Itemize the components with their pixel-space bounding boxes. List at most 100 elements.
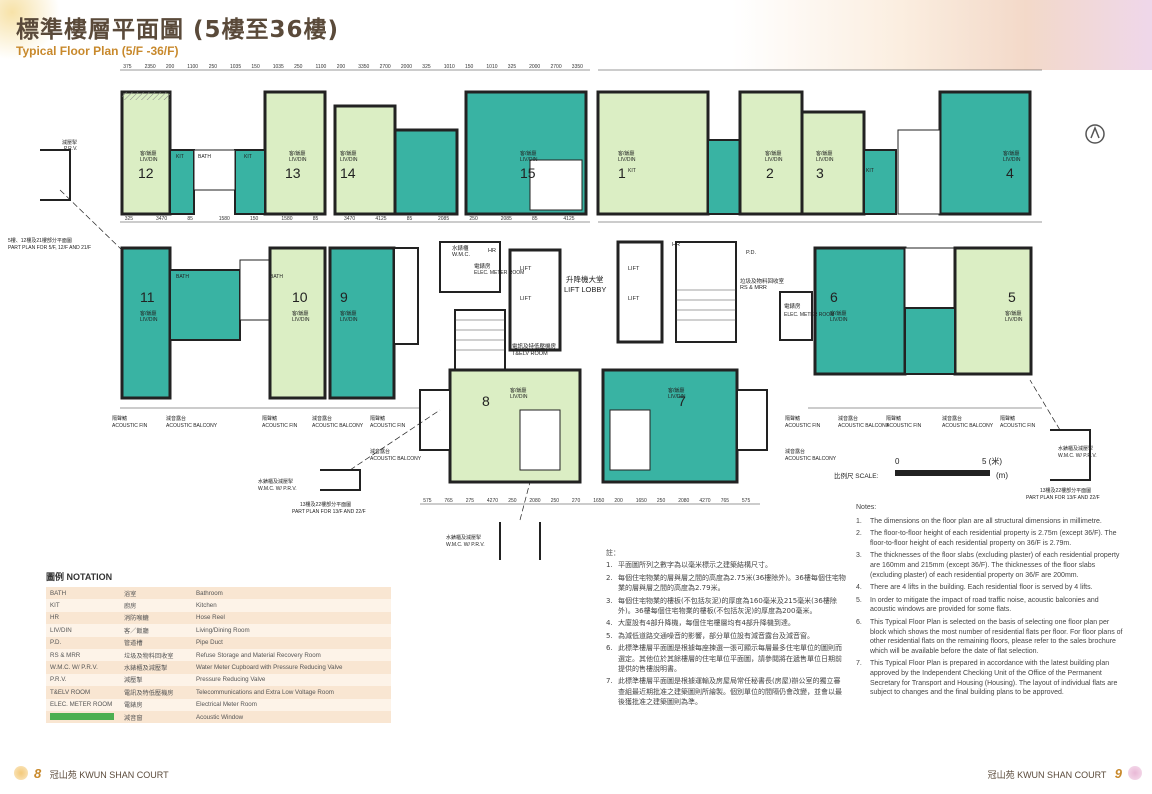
notation-en: Living/Dining Room <box>196 626 250 634</box>
acoustic-balcony-zh: 減音露台 <box>166 415 186 422</box>
acoustic-fin-zh: 隔聲鰭 <box>1000 415 1015 422</box>
acoustic-fin: ACOUSTIC FIN <box>1000 423 1036 429</box>
note-item: 1.The dimensions on the floor plan are a… <box>856 517 1126 527</box>
footer-decoration-left <box>14 766 28 780</box>
telv-zh-label: 電訊及特低壓機房 <box>512 342 557 350</box>
kit-label: KIT <box>866 168 874 174</box>
elec-room-zh-label: 電錶房 <box>784 302 801 310</box>
dimension-label: 1650 <box>636 498 647 504</box>
notes-english: Notes: 1.The dimensions on the floor pla… <box>856 503 1126 701</box>
room-label-en: LIV/DIN <box>830 317 848 323</box>
dimension-label: 200 <box>337 64 346 70</box>
note-text: This Typical Floor Plan is selected on t… <box>870 618 1123 655</box>
acoustic-balcony: ACOUSTIC BALCONY <box>838 423 890 429</box>
room-label-zh: 客/飯廳 <box>340 310 356 317</box>
notes-chinese: 註： 1.平面圖所列之數字為以毫米標示之建築結構尺寸。2.每個住宅物業的層與層之… <box>606 548 846 710</box>
room-label-en: LIV/DIN <box>520 157 538 163</box>
acoustic-balcony: ACOUSTIC BALCONY <box>942 423 994 429</box>
dimension-label: 3470 <box>344 216 355 222</box>
note-number: 2. <box>606 573 613 582</box>
dimension-label: 85 <box>532 216 538 222</box>
flat-number: 2 <box>766 165 774 181</box>
acoustic-fin: ACOUSTIC FIN <box>262 423 298 429</box>
hr-label: HR <box>488 248 496 254</box>
room-label-en: LIV/DIN <box>668 394 686 400</box>
hr-label: HR <box>672 242 680 248</box>
dimension-label: 4270 <box>699 498 710 504</box>
dimension-label: 1010 <box>486 64 497 70</box>
note-text: This Typical Floor Plan is prepared in a… <box>870 660 1118 697</box>
room-label-en: LIV/DIN <box>765 157 783 163</box>
room-label-zh: 客/飯廳 <box>816 150 832 157</box>
notes-en-list: 1.The dimensions on the floor plan are a… <box>856 517 1126 698</box>
note-item: 2. 每個住宅物業的層與層之間的高度為2.75米(36樓除外)。36樓每個住宅物業… <box>606 573 846 594</box>
kit-label: KIT <box>176 154 184 160</box>
lift-lobby-label: LIFT LOBBY <box>564 285 606 294</box>
dimension-label: 275 <box>466 498 475 504</box>
acoustic-balcony: ACOUSTIC BALCONY <box>312 423 364 429</box>
acoustic-fin: ACOUSTIC FIN <box>370 423 406 429</box>
block-top-right <box>596 90 1032 216</box>
scale-unit: (m) <box>996 471 1008 480</box>
block-mid-right <box>813 246 1033 376</box>
note-number: 4. <box>606 619 613 628</box>
note-number: 7. <box>856 660 862 668</box>
notation-zh: 垃圾及物料回收室 <box>124 652 174 660</box>
acoustic-fin-zh: 隔聲鰭 <box>370 415 385 422</box>
note-item: 6.此標準樓層平面圖是根據每座揀選一張可顯示每層最多住宅單位的圖則而選定。其他位… <box>606 643 846 674</box>
dimension-label: 575 <box>423 498 432 504</box>
room-label-en: LIV/DIN <box>340 157 358 163</box>
dimension-label: 375 <box>123 64 132 70</box>
dimension-label: 85 <box>313 216 319 222</box>
notes-zh-title: 註： <box>606 549 620 557</box>
acoustic-balcony: ACOUSTIC BALCONY <box>166 423 218 429</box>
note-item: 6.This Typical Floor Plan is selected on… <box>856 618 1126 656</box>
pd-label: P.D. <box>746 250 756 256</box>
dimension-label: 1580 <box>219 216 230 222</box>
notation-en: Acoustic Window <box>196 713 244 721</box>
room-label-zh: 客/飯廳 <box>140 150 156 157</box>
note-number: 6. <box>606 644 613 653</box>
note-text: 平面圖所列之數字為以毫米標示之建築結構尺寸。 <box>618 561 772 570</box>
notes-en-title: Notes: <box>856 504 877 511</box>
footer-left: 8 冠山苑 KWUN SHAN COURT <box>34 766 169 781</box>
building-core <box>439 240 813 371</box>
notation-en: Electrical Meter Room <box>196 701 257 709</box>
notation-zh: 管道槽 <box>124 640 143 648</box>
notation-zh: 減壓掣 <box>124 677 143 685</box>
flat-number: 7 <box>678 393 686 409</box>
acoustic-balcony-zh: 減音露台 <box>370 448 390 455</box>
flat-number: 15 <box>520 165 536 181</box>
footer-decoration-right <box>1128 766 1142 780</box>
dimension-label: 150 <box>250 216 259 222</box>
dimension-label: 2000 <box>529 64 540 70</box>
room-label-en: LIV/DIN <box>340 317 358 323</box>
dimension-label: 2080 <box>678 498 689 504</box>
dimension-label: 1010 <box>444 64 455 70</box>
dimension-label: 200 <box>166 64 175 70</box>
wmc-prv-zh: 水錶櫃及減壓掣 <box>446 534 481 541</box>
dimension-label: 3350 <box>358 64 369 70</box>
flat-numbers: 12 13 14 15 1 2 3 4 11 10 9 6 5 8 7 <box>138 165 1016 409</box>
dimension-label: 250 <box>469 216 478 222</box>
block-top-left <box>120 90 588 216</box>
north-arrow-icon <box>1085 124 1105 144</box>
notation-en: Pipe Duct <box>196 639 223 647</box>
note-text: 每個住宅物業的層與層之間的高度為2.75米(36樓除外)。36樓每個住宅物業的層… <box>618 573 846 593</box>
dimension-label: 250 <box>657 498 666 504</box>
part-plan-left: PART PLAN FOR 5/F, 12/F AND 21/F <box>8 245 91 251</box>
room-label-en: LIV/DIN <box>289 157 307 163</box>
kit-label: KIT <box>244 154 252 160</box>
acoustic-balcony-zh: 減音露台 <box>838 415 858 422</box>
part-plan-left-zh: 5樓、12樓及21樓部分平面圖 <box>8 237 72 244</box>
room-label-zh: 客/飯廳 <box>765 150 781 157</box>
